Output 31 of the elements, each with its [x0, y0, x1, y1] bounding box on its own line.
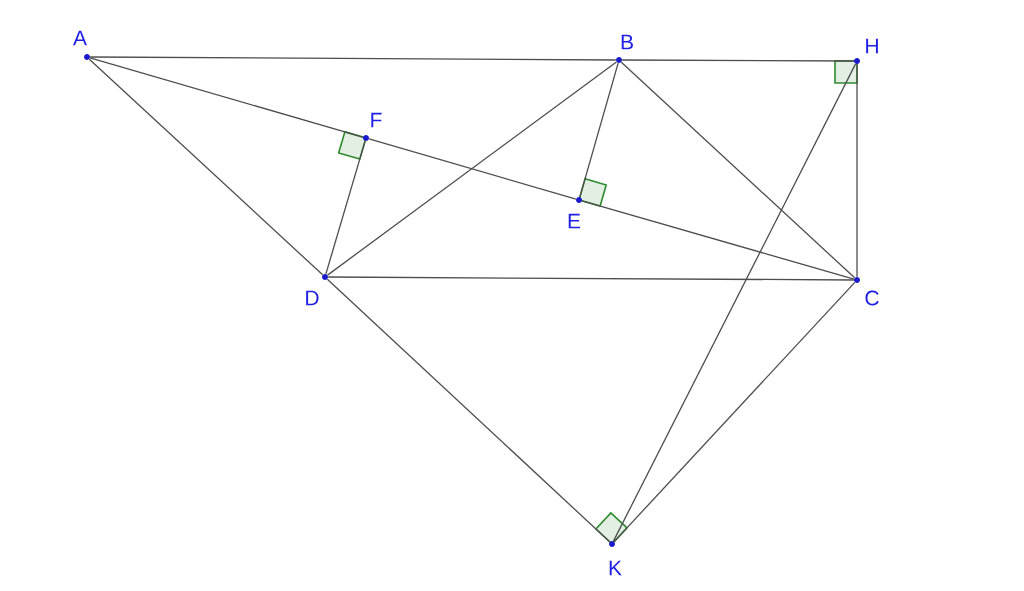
point: F: [363, 112, 382, 141]
node-label: D: [306, 290, 319, 306]
point: C: [854, 277, 879, 306]
node-label: E: [568, 213, 581, 229]
node-label: C: [865, 290, 879, 306]
node-label: B: [621, 34, 633, 50]
line-segment: [856, 63, 858, 278]
node-label: F: [371, 112, 382, 128]
node-label: K: [609, 560, 622, 576]
line-segment: [621, 59, 855, 62]
point: H: [854, 38, 878, 64]
point: A: [73, 30, 90, 60]
point: E: [568, 197, 582, 229]
line-segment: [89, 57, 364, 138]
line-segment: [368, 138, 577, 200]
line-segment: [326, 61, 618, 276]
line-segment: [620, 61, 856, 279]
point: K: [609, 541, 622, 576]
node-label: A: [73, 30, 87, 46]
line-segment: [581, 200, 855, 280]
line-segment: [89, 56, 617, 61]
point: D: [306, 274, 328, 306]
line-segment: [327, 276, 855, 281]
line-segment: [326, 278, 611, 543]
line-segment: [613, 281, 856, 543]
line-segment: [88, 58, 324, 276]
line-segment: [579, 62, 619, 198]
line-segment: [612, 63, 857, 542]
node-label: H: [866, 38, 878, 54]
line-segment: [325, 140, 366, 275]
point: B: [616, 34, 633, 63]
